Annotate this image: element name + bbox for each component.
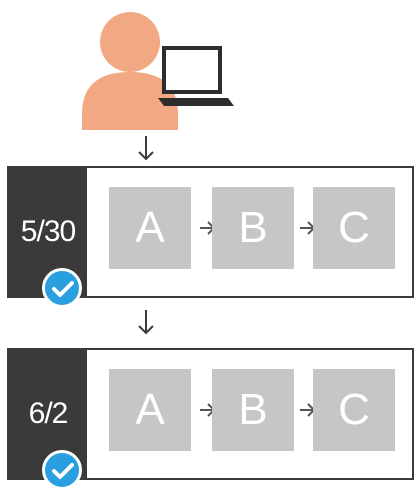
date-label: 6/2 bbox=[28, 397, 69, 430]
check-badge bbox=[42, 268, 82, 308]
step-box-c: C bbox=[313, 369, 395, 451]
step-box-b: B bbox=[212, 187, 294, 269]
user-icon bbox=[82, 12, 178, 130]
check-badge bbox=[42, 450, 82, 490]
arrow-down-icon bbox=[138, 136, 154, 161]
check-icon bbox=[52, 281, 74, 297]
arrow-down-icon bbox=[138, 310, 154, 335]
step-box-a: A bbox=[109, 187, 191, 269]
laptop-icon bbox=[158, 46, 234, 106]
step-box-b: B bbox=[212, 369, 294, 451]
check-icon bbox=[52, 463, 74, 479]
date-label: 5/30 bbox=[20, 215, 76, 248]
step-box-a: A bbox=[109, 369, 191, 451]
step-box-c: C bbox=[313, 187, 395, 269]
